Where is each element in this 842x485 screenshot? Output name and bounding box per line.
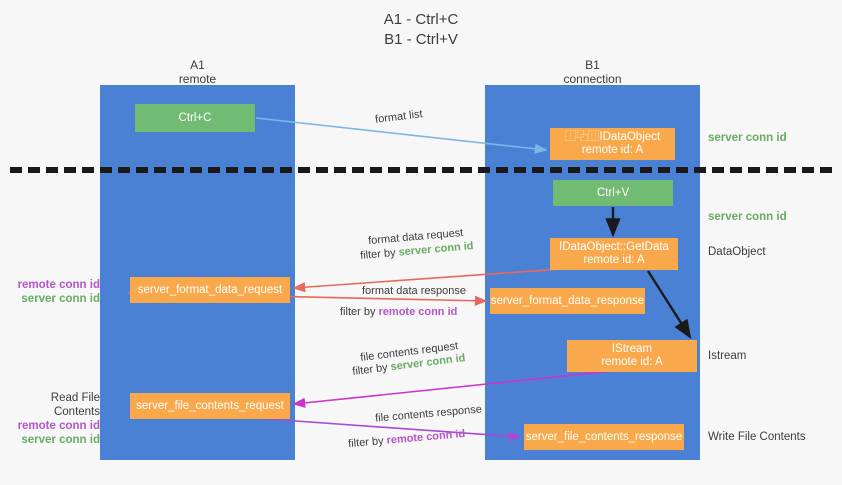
label-server-conn-id-top: server conn id — [708, 132, 787, 144]
box-getdata-line-1: IDataObject::GetData — [559, 241, 669, 253]
lane-header-a1: A1 remote — [140, 58, 255, 86]
title-line-1: A1 - Ctrl+C — [383, 11, 459, 28]
lane-a1-name: A1 — [190, 58, 205, 72]
label-file-contents-response: file contents response — [374, 403, 483, 425]
box-idataobject-line-2: remote id: A — [581, 144, 644, 156]
label-conn-ids-upper: remote conn id server conn id — [8, 278, 100, 306]
lane-b1-name: B1 — [585, 58, 600, 72]
label-write-file-contents: Write File Contents — [708, 431, 806, 443]
box-istream[interactable]: IStream remote id: A — [567, 340, 697, 372]
box-server-format-data-request[interactable]: server_format_data_request — [130, 277, 290, 303]
label-file-contents-response-filter: filter by remote conn id — [348, 427, 466, 451]
box-server-format-data-response[interactable]: server_format_data_response — [490, 288, 645, 314]
box-istream-line-2: remote id: A — [601, 356, 663, 368]
filter-prefix: filter by — [351, 361, 392, 378]
box-sfcreq-label: server_file_contents_request — [136, 399, 284, 412]
box-idataobject-line-1: ⿰⿻⿲IDataObject — [564, 131, 661, 143]
phase-divider — [10, 167, 832, 173]
box-ctrl-c-label: Ctrl+C — [178, 111, 212, 124]
filter-prefix: filter by — [347, 434, 388, 451]
lane-header-b1: B1 connection — [535, 58, 650, 86]
label-remote-conn-id: remote conn id — [17, 279, 100, 291]
box-idataobject[interactable]: ⿰⿻⿲IDataObject remote id: A — [550, 128, 675, 160]
label-server-conn-id-mid: server conn id — [708, 211, 787, 223]
label-format-data-response-filter: filter by remote conn id — [340, 305, 457, 319]
lane-a1-role: remote — [178, 72, 217, 86]
filter-prefix: filter by — [340, 306, 379, 318]
label-server-conn-id: server conn id — [21, 434, 100, 446]
box-server-file-contents-request[interactable]: server_file_contents_request — [130, 393, 290, 419]
label-server-conn-id: server conn id — [21, 293, 100, 305]
box-sfcresp-label: server_file_contents_response — [525, 430, 683, 443]
label-dataobject: DataObject — [708, 246, 766, 258]
box-idataobject-getdata[interactable]: IDataObject::GetData remote id: A — [550, 238, 678, 270]
lane-b1-role: connection — [563, 72, 622, 86]
filter-key-remote-conn-id: remote conn id — [378, 306, 458, 318]
box-server-file-contents-response[interactable]: server_file_contents_response — [524, 424, 684, 450]
filter-key-remote-conn-id: remote conn id — [386, 427, 466, 447]
diagram-title: A1 - Ctrl+C B1 - Ctrl+V — [0, 10, 842, 50]
label-format-list: format list — [374, 108, 424, 126]
label-read-file-contents: Read File Contents — [50, 392, 100, 418]
box-getdata-line-2: remote id: A — [583, 254, 645, 266]
label-istream: Istream — [708, 350, 747, 362]
title-line-2: B1 - Ctrl+V — [384, 31, 458, 48]
box-sfdreq-label: server_format_data_request — [137, 283, 283, 296]
label-remote-conn-id: remote conn id — [17, 420, 100, 432]
box-sfdresp-label: server_format_data_response — [490, 294, 645, 307]
label-read-file-contents-group: Read File Contents remote conn id server… — [8, 391, 100, 447]
label-format-data-response: format data response — [362, 285, 466, 297]
box-ctrl-v-label: Ctrl+V — [596, 186, 630, 199]
box-ctrl-v[interactable]: Ctrl+V — [553, 180, 673, 206]
box-istream-line-1: IStream — [611, 343, 653, 355]
filter-prefix: filter by — [359, 246, 400, 262]
box-ctrl-c[interactable]: Ctrl+C — [135, 104, 255, 132]
